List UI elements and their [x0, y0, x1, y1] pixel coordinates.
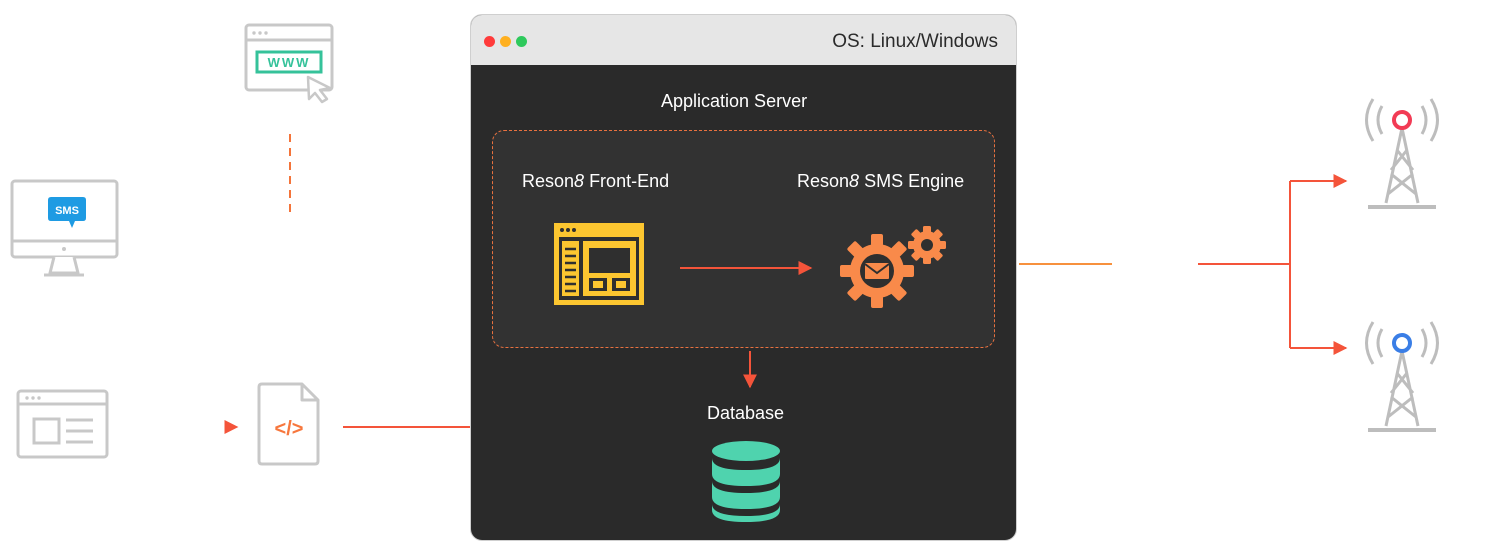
app-server-label: Application Server: [661, 91, 808, 111]
frontend-brand: Reson: [522, 171, 575, 191]
tower-blue-icon: [1365, 321, 1439, 432]
frontend-label: Reson8 Front-End: [522, 171, 669, 192]
database-label: Database: [707, 403, 785, 423]
webpage-icon: [16, 389, 109, 459]
gears-envelope-icon: [840, 226, 946, 308]
server-window: OS: Linux/Windows Application Server Res…: [470, 14, 1017, 541]
www-text: WWW: [268, 55, 311, 70]
code-symbol: </>: [275, 418, 304, 440]
sms-badge-text: SMS: [55, 205, 79, 217]
window-maximize-dot[interactable]: [516, 36, 527, 47]
window-close-dot[interactable]: [484, 36, 495, 47]
browser-www-icon: WWW: [244, 23, 334, 104]
frontend-name: Front-End: [589, 171, 670, 191]
frontend-window-icon: [554, 223, 644, 305]
os-label: OS: Linux/Windows: [832, 31, 998, 52]
window-titlebar: OS: Linux/Windows: [471, 15, 1016, 65]
code-file-icon: </>: [257, 382, 320, 466]
tower-red-icon: [1365, 98, 1439, 209]
window-minimize-dot[interactable]: [500, 36, 511, 47]
database-icon: [712, 441, 780, 522]
engine-name: SMS Engine: [864, 171, 965, 191]
engine-digit: 8: [849, 171, 860, 191]
frontend-digit: 8: [574, 171, 585, 191]
server-graphics: [554, 223, 946, 522]
engine-label: Reson8 SMS Engine: [797, 171, 964, 192]
sms-monitor-icon: SMS: [10, 179, 119, 277]
engine-brand: Reson: [797, 171, 850, 191]
